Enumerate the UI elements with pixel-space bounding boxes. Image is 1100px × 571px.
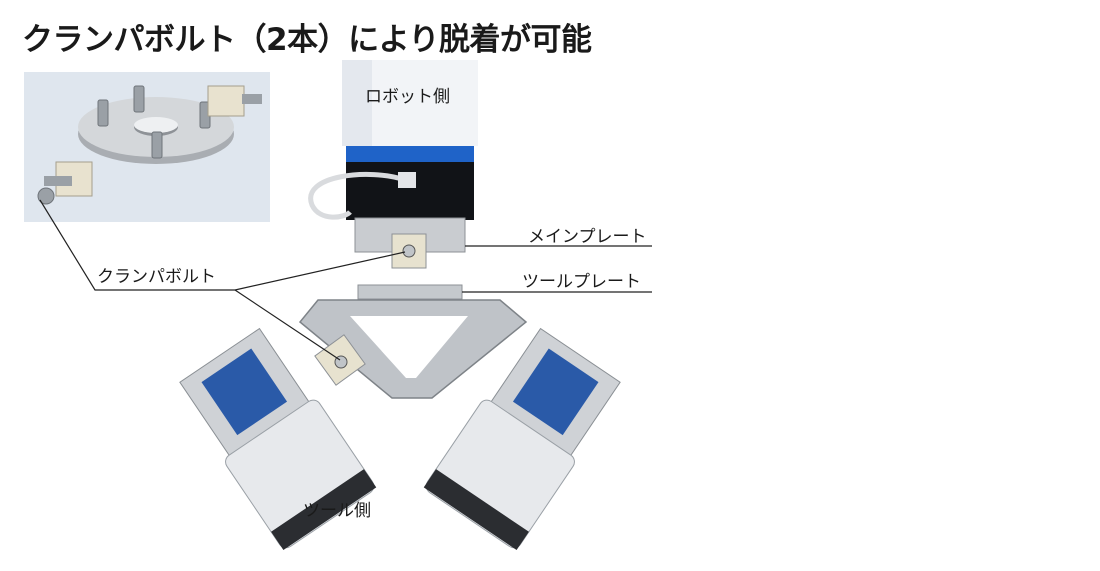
y-bracket	[298, 299, 528, 399]
leader-clamp-bolt-top	[234, 251, 406, 291]
label-tool-side: ツール側	[303, 501, 371, 521]
left-tool-module	[179, 327, 377, 551]
label-tool-plate: ツールプレート	[522, 272, 641, 292]
leader-clamp-bolt-inset	[39, 199, 235, 291]
page-title: クランパボルト（2本）により脱着が可能	[22, 22, 592, 58]
leader-lines	[39, 199, 652, 361]
tool-plate-shape	[357, 284, 463, 300]
disassembled-plate-illustration	[37, 85, 262, 205]
inset-photo	[24, 72, 270, 222]
right-tool-module	[423, 327, 621, 551]
leader-clamp-bolt-bottom	[234, 289, 341, 361]
label-main-plate: メインプレート	[528, 227, 647, 247]
robot-side-unit	[308, 60, 478, 269]
label-robot-side: ロボット側	[365, 87, 450, 107]
label-clamp-bolt: クランパボルト	[97, 267, 216, 287]
